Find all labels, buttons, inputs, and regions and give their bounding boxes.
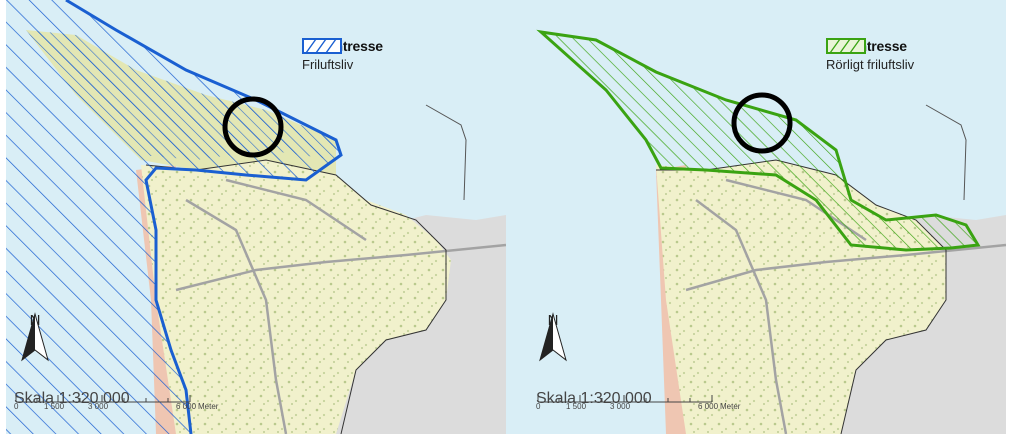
scale-unit: Meter (720, 402, 741, 411)
scale-bar-graphic (537, 395, 713, 403)
north-arrow: N (20, 312, 50, 362)
map-panel-friluftsliv: Riksintresse Friluftsliv N Skala 1:320 0… (6, 0, 506, 434)
riksintresse-boundary (65, 0, 343, 434)
municipality-land (141, 160, 451, 434)
scale-tick-label: 1 500 (44, 402, 65, 411)
map-canvas (6, 0, 506, 434)
legend-label: Friluftsliv (302, 57, 354, 72)
scale-bar: Skala 1:320 000 0 1 500 3 000 6 000 Mete… (536, 390, 740, 411)
highlight-circle (731, 92, 793, 154)
scale-tick-label: 0 (14, 402, 19, 411)
scale-tick-label: 6 000 (176, 402, 197, 411)
scale-text: Skala 1:320 000 (536, 390, 652, 407)
map-legend: Riksintresse Rörligt friluftsliv (826, 38, 914, 72)
scale-text: Skala 1:320 000 (14, 390, 130, 407)
riksintresse-boundary (536, 29, 981, 252)
map-canvas (536, 29, 1006, 434)
scale-bar-graphic (15, 395, 191, 403)
road-network (175, 178, 506, 434)
north-arrow-icon (539, 312, 567, 362)
scale-tick-labels: 0 1 500 3 000 6 000 Meter (536, 402, 740, 412)
scale-tick-label: 3 000 (88, 402, 109, 411)
north-arrow: N (538, 312, 568, 362)
riksintresse-rorligt-friluftsliv-area (541, 32, 978, 250)
legend-swatch-hatch (302, 38, 342, 54)
coastline-line (425, 104, 467, 201)
highlight-circle (222, 96, 284, 158)
legend-item: Friluftsliv (302, 38, 383, 72)
legend-label: Rörligt friluftsliv (826, 57, 915, 72)
map-panel-rorligt-friluftsliv: Riksintresse Rörligt friluftsliv N Skala… (506, 0, 1006, 434)
scale-bar: Skala 1:320 000 0 1 500 3 000 6 000 Mete… (14, 390, 218, 411)
coastline-line (925, 104, 967, 201)
riksintresse-friluftsliv-coast (26, 30, 336, 160)
scale-unit: Meter (198, 402, 219, 411)
scale-tick-label: 6 000 (698, 402, 719, 411)
scale-tick-labels: 0 1 500 3 000 6 000 Meter (14, 402, 218, 412)
north-arrow-icon (21, 312, 49, 362)
scale-tick-label: 3 000 (610, 402, 631, 411)
legend-swatch-hatch (826, 38, 866, 54)
scale-tick-label: 1 500 (566, 402, 587, 411)
map-legend: Riksintresse Friluftsliv (302, 38, 383, 72)
legend-item: Rörligt friluftsliv (826, 38, 915, 72)
scale-tick-label: 0 (536, 402, 541, 411)
